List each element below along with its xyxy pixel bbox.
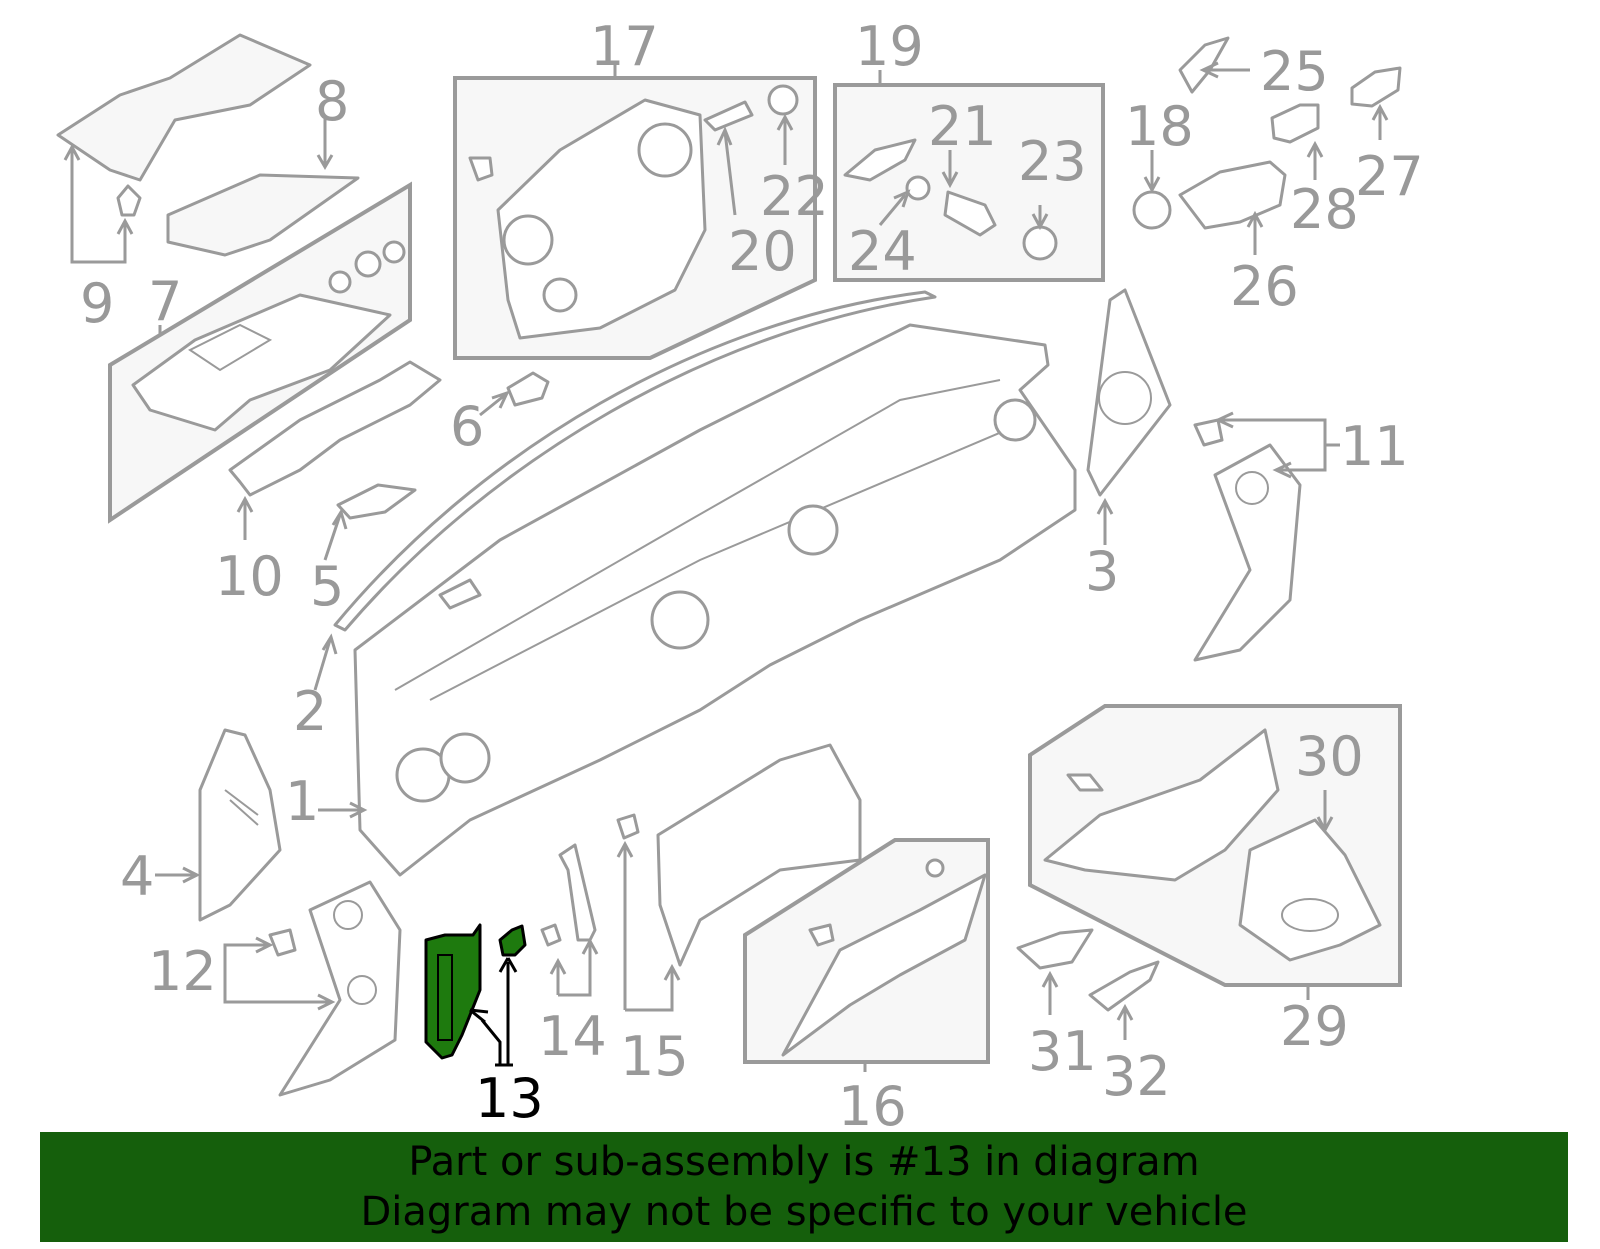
- part-19-switch-group: [843, 138, 1058, 261]
- exploded-view-svg: 1 2 3 4 5 6 7 8 9 10 11 12 13 14 15 16 1…: [56, 15, 1424, 1130]
- part-7-upper-bin: [131, 240, 406, 432]
- callout-25: 25: [1260, 40, 1329, 103]
- callout-26: 26: [1230, 255, 1299, 318]
- callout-21: 21: [928, 95, 997, 158]
- callout-7: 7: [148, 270, 182, 333]
- part-29-console: [1043, 728, 1382, 962]
- callout-20: 20: [728, 220, 797, 283]
- callout-12: 12: [148, 940, 217, 1003]
- callout-10: 10: [215, 545, 284, 608]
- callout-32: 32: [1102, 1045, 1171, 1108]
- callout-2: 2: [293, 680, 327, 743]
- part-18-knob: [1132, 190, 1172, 230]
- callout-8: 8: [315, 70, 349, 133]
- part-17-center-bezel: [468, 84, 799, 340]
- part-6-bracket: [506, 371, 550, 407]
- callout-4: 4: [120, 845, 154, 908]
- parts-diagram: 1 2 3 4 5 6 7 8 9 10 11 12 13 14 15 16 1…: [56, 15, 1424, 1130]
- part-5-clip: [336, 483, 417, 520]
- part-25-clip: [1178, 36, 1230, 94]
- leader-lines: [63, 61, 1389, 1072]
- callout-31: 31: [1028, 1020, 1097, 1083]
- part-27-vent: [1350, 66, 1402, 108]
- notice-banner: Part or sub-assembly is #13 in diagram D…: [40, 1132, 1568, 1242]
- part-4-end-cap: [198, 728, 282, 922]
- part-14-trim-strip: [558, 843, 597, 942]
- leader-13b: [498, 957, 518, 1065]
- callout-11: 11: [1340, 415, 1409, 478]
- part-16-glove-box: [781, 858, 987, 1057]
- part-12-left-bezel: [268, 880, 402, 1097]
- callout-labels: 1 2 3 4 5 6 7 8 9 10 11 12 13 14 15 16 1…: [80, 15, 1424, 1130]
- part-14-clip: [540, 923, 562, 947]
- part-1-instrument-panel: [353, 323, 1077, 877]
- callout-19: 19: [855, 15, 924, 78]
- callout-15: 15: [620, 1025, 689, 1088]
- part-13-highlighted: [424, 923, 527, 1067]
- callout-28: 28: [1290, 178, 1359, 241]
- callout-1: 1: [285, 770, 319, 833]
- callout-22: 22: [760, 165, 829, 228]
- callout-29: 29: [1280, 995, 1349, 1058]
- callout-16: 16: [838, 1075, 907, 1130]
- part-15-knee-bolster: [616, 743, 862, 967]
- banner-line-1: Part or sub-assembly is #13 in diagram: [408, 1139, 1200, 1185]
- callout-17: 17: [590, 15, 659, 78]
- part-8-9-top-cover: [56, 33, 360, 257]
- callout-5: 5: [310, 555, 344, 618]
- part-28-vent: [1270, 103, 1320, 144]
- callout-14: 14: [538, 1005, 607, 1068]
- part-31-pocket: [1016, 928, 1094, 970]
- part-10-duct: [228, 360, 442, 497]
- part-26-vent: [1178, 160, 1287, 230]
- callout-23: 23: [1018, 130, 1087, 193]
- callout-9: 9: [80, 272, 114, 335]
- callout-13: 13: [475, 1067, 544, 1130]
- part-11-right-bezel: [1193, 418, 1302, 662]
- group-box-19: [833, 83, 1105, 282]
- callout-6: 6: [450, 395, 484, 458]
- callout-27: 27: [1355, 145, 1424, 208]
- leader-13a: [469, 1008, 502, 1065]
- part-3-side-panel: [1086, 288, 1172, 497]
- part-2-defrost-strip: [333, 290, 937, 632]
- callout-30: 30: [1295, 725, 1364, 788]
- banner-line-2: Diagram may not be specific to your vehi…: [360, 1189, 1248, 1235]
- callout-3: 3: [1085, 540, 1119, 603]
- callout-18: 18: [1125, 95, 1194, 158]
- callout-24: 24: [848, 220, 917, 283]
- part-32-switch: [1088, 960, 1160, 1012]
